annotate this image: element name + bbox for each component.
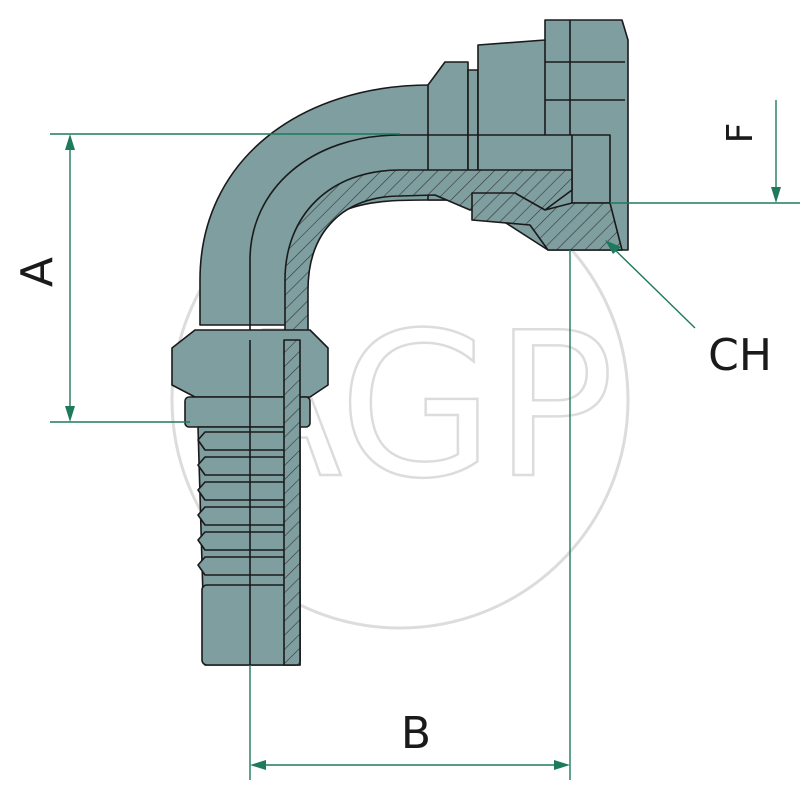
label-f: F — [720, 123, 761, 144]
dim-b-arrow-left — [250, 760, 266, 770]
label-b: B — [401, 708, 431, 759]
hatched-section-elbow — [284, 169, 573, 341]
dim-a-arrow-top — [65, 134, 75, 150]
seal-face — [571, 134, 611, 204]
ch-leader-arrow — [605, 240, 621, 254]
ch-leader-line — [609, 244, 696, 329]
dim-f-arrow — [771, 187, 781, 203]
bore-top-line — [249, 134, 572, 350]
fitting-body — [171, 19, 629, 666]
hatched-stem-wall — [283, 339, 301, 666]
hatched-section-nut — [471, 192, 623, 251]
label-a: A — [12, 257, 63, 287]
dim-a-arrow-bottom — [65, 406, 75, 422]
label-ch: CH — [708, 330, 772, 381]
dimension-lines — [50, 100, 800, 780]
dim-b-arrow-right — [554, 760, 570, 770]
